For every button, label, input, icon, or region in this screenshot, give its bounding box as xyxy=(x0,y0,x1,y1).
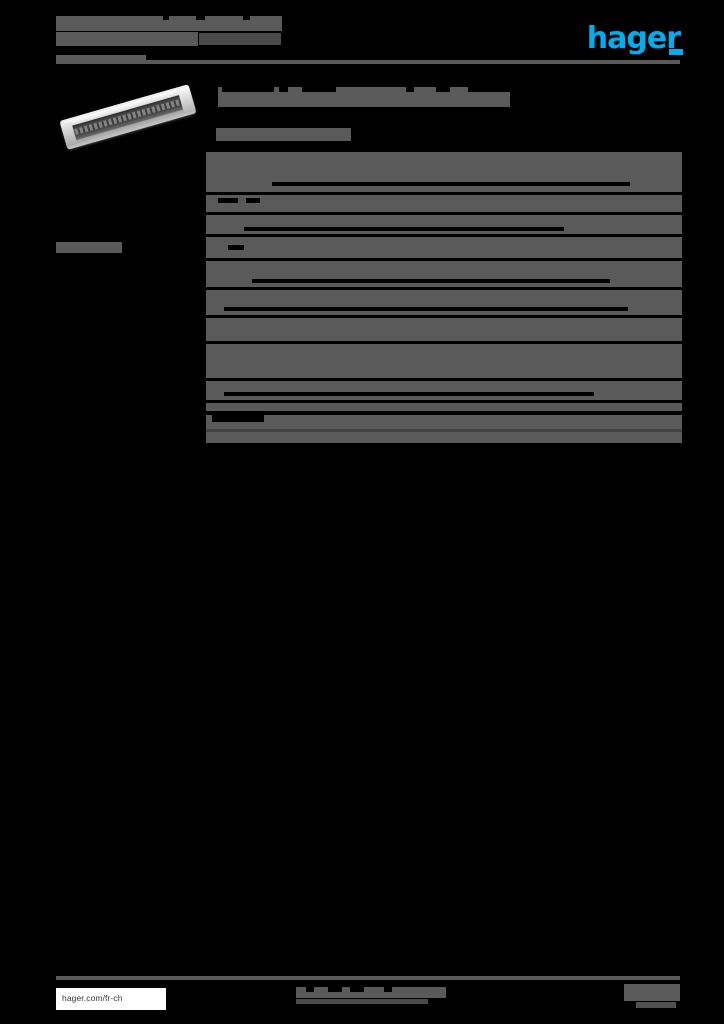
hager-logo[interactable]: hager xyxy=(586,21,681,56)
row-label-chip xyxy=(246,198,260,203)
row-value-mask xyxy=(252,279,610,283)
page-header: hager xyxy=(0,0,724,70)
footer-right-subtext xyxy=(636,1002,676,1008)
footer-divider xyxy=(56,976,680,980)
row-separator xyxy=(206,315,682,318)
row-label-chip xyxy=(218,198,238,203)
row-separator xyxy=(206,341,682,344)
row-value-mask xyxy=(272,182,630,186)
table-row xyxy=(206,403,682,411)
heading-accent-marks xyxy=(218,87,510,92)
row-separator xyxy=(206,287,682,290)
summary-divider xyxy=(206,429,682,432)
title-notch-3 xyxy=(243,15,250,20)
footer-url-box[interactable]: hager.com/fr-ch xyxy=(56,988,166,1010)
footer-center-subtext xyxy=(296,999,428,1004)
row-separator xyxy=(206,212,682,215)
row-value-mask xyxy=(224,307,628,311)
section-subheading xyxy=(216,128,351,141)
row-value-mask xyxy=(224,392,594,396)
row-value-mask xyxy=(244,227,564,231)
table-row xyxy=(206,215,682,234)
row-label-chip xyxy=(228,245,244,250)
title-notch-2 xyxy=(196,15,205,20)
table-row xyxy=(206,237,682,258)
page-subtitle xyxy=(199,33,281,45)
specification-table xyxy=(206,152,682,411)
product-photo xyxy=(55,84,203,158)
page-title-line-1 xyxy=(56,16,282,31)
table-row xyxy=(206,261,682,287)
table-row xyxy=(206,290,682,315)
title-notch-1 xyxy=(163,15,169,20)
table-row xyxy=(206,381,682,400)
row-separator xyxy=(206,378,682,381)
footer-center-text xyxy=(296,987,446,998)
product-reference-label xyxy=(56,242,122,253)
table-row xyxy=(206,152,682,192)
footer-url[interactable]: hager.com/fr-ch xyxy=(62,993,123,1003)
table-row xyxy=(206,318,682,341)
table-row xyxy=(206,344,682,378)
page-footer: hager.com/fr-ch xyxy=(0,976,724,1024)
logo-underline xyxy=(669,49,683,55)
table-summary-row xyxy=(206,415,682,443)
row-separator xyxy=(206,234,682,237)
header-divider xyxy=(56,60,680,64)
table-row xyxy=(206,195,682,212)
page-title-line-2 xyxy=(56,32,198,46)
row-separator xyxy=(206,192,682,195)
row-separator xyxy=(206,258,682,261)
summary-label-chip xyxy=(212,415,264,422)
row-separator xyxy=(206,400,682,403)
footer-right-text xyxy=(624,984,680,1001)
product-body xyxy=(59,84,197,150)
section-heading xyxy=(218,92,510,107)
header-rule-segment xyxy=(56,55,146,60)
